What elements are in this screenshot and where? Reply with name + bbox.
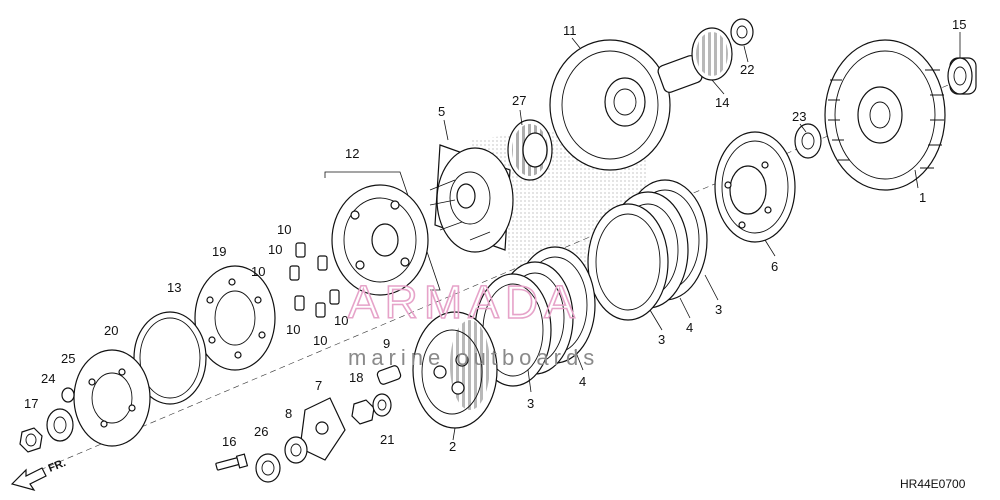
part-washer-24 <box>46 408 74 442</box>
callout-10a: 10 <box>277 222 291 237</box>
callout-14: 14 <box>715 95 729 110</box>
callout-12: 12 <box>345 146 359 161</box>
callout-23: 23 <box>792 109 806 124</box>
callout-17: 17 <box>24 396 38 411</box>
part-damper-assembly <box>324 171 441 296</box>
callout-18: 18 <box>349 370 363 385</box>
watermark-brand: ARMADA <box>348 276 581 328</box>
part-collar-8 <box>284 436 308 464</box>
part-collar-15 <box>947 57 977 95</box>
watermark: ARMADA marine outboards <box>347 275 599 370</box>
part-nut-17 <box>19 427 43 453</box>
part-bolt-16 <box>215 453 249 471</box>
callout-10c: 10 <box>251 264 265 279</box>
callout-3b: 3 <box>658 332 665 347</box>
part-bearing-26 <box>255 453 281 483</box>
part-needle-bearing <box>507 119 553 181</box>
callout-3a: 3 <box>715 302 722 317</box>
front-direction-indicator: FR. <box>10 457 68 492</box>
callout-4a: 4 <box>686 320 693 335</box>
part-nut-18 <box>351 399 375 425</box>
callout-1: 1 <box>919 190 926 205</box>
callout-10b: 10 <box>268 242 282 257</box>
part-washer-23 <box>794 123 822 159</box>
part-holed-plate <box>194 265 276 371</box>
callout-3c: 3 <box>527 396 534 411</box>
callout-4b: 4 <box>579 374 586 389</box>
callout-22: 22 <box>740 62 754 77</box>
part-damper-springs <box>289 242 340 318</box>
callout-5: 5 <box>438 104 445 119</box>
callout-10f: 10 <box>334 313 348 328</box>
part-center-hub <box>429 144 514 253</box>
callout-27: 27 <box>512 93 526 108</box>
callout-15: 15 <box>952 17 966 32</box>
callout-2: 2 <box>449 439 456 454</box>
arrow-icon <box>10 467 47 492</box>
part-clutch-housing <box>824 39 946 191</box>
part-washer-22 <box>730 18 754 46</box>
part-back-plate <box>73 349 151 447</box>
part-pressure-plate <box>714 131 796 243</box>
callout-20: 20 <box>104 323 118 338</box>
callout-9: 9 <box>383 336 390 351</box>
callout-16: 16 <box>222 434 236 449</box>
part-washer-21 <box>372 393 392 417</box>
callout-24: 24 <box>41 371 55 386</box>
diagram-code: HR44E0700 <box>900 477 966 491</box>
callout-10d: 10 <box>286 322 300 337</box>
part-drive-plate <box>412 311 498 429</box>
watermark-tagline: marine outboards <box>348 345 599 370</box>
part-washer-25 <box>61 387 75 403</box>
callout-19: 19 <box>212 244 226 259</box>
callout-21: 21 <box>380 432 394 447</box>
callout-13: 13 <box>167 280 181 295</box>
callout-7: 7 <box>315 378 322 393</box>
part-outer-drum <box>549 39 671 171</box>
part-spring-9 <box>376 365 402 385</box>
callout-leaders <box>443 32 961 441</box>
direction-label: FR. <box>47 457 68 475</box>
part-friction-plate-b <box>587 203 669 321</box>
callout-26: 26 <box>254 424 268 439</box>
callout-25: 25 <box>61 351 75 366</box>
callout-6: 6 <box>771 259 778 274</box>
callout-8: 8 <box>285 406 292 421</box>
callout-11: 11 <box>563 23 577 38</box>
callout-10e: 10 <box>313 333 327 348</box>
callout-labels: 1 2 3 3 3 4 4 5 6 7 8 9 10 10 10 10 10 1… <box>24 17 966 454</box>
part-gear-shaft <box>657 27 733 93</box>
